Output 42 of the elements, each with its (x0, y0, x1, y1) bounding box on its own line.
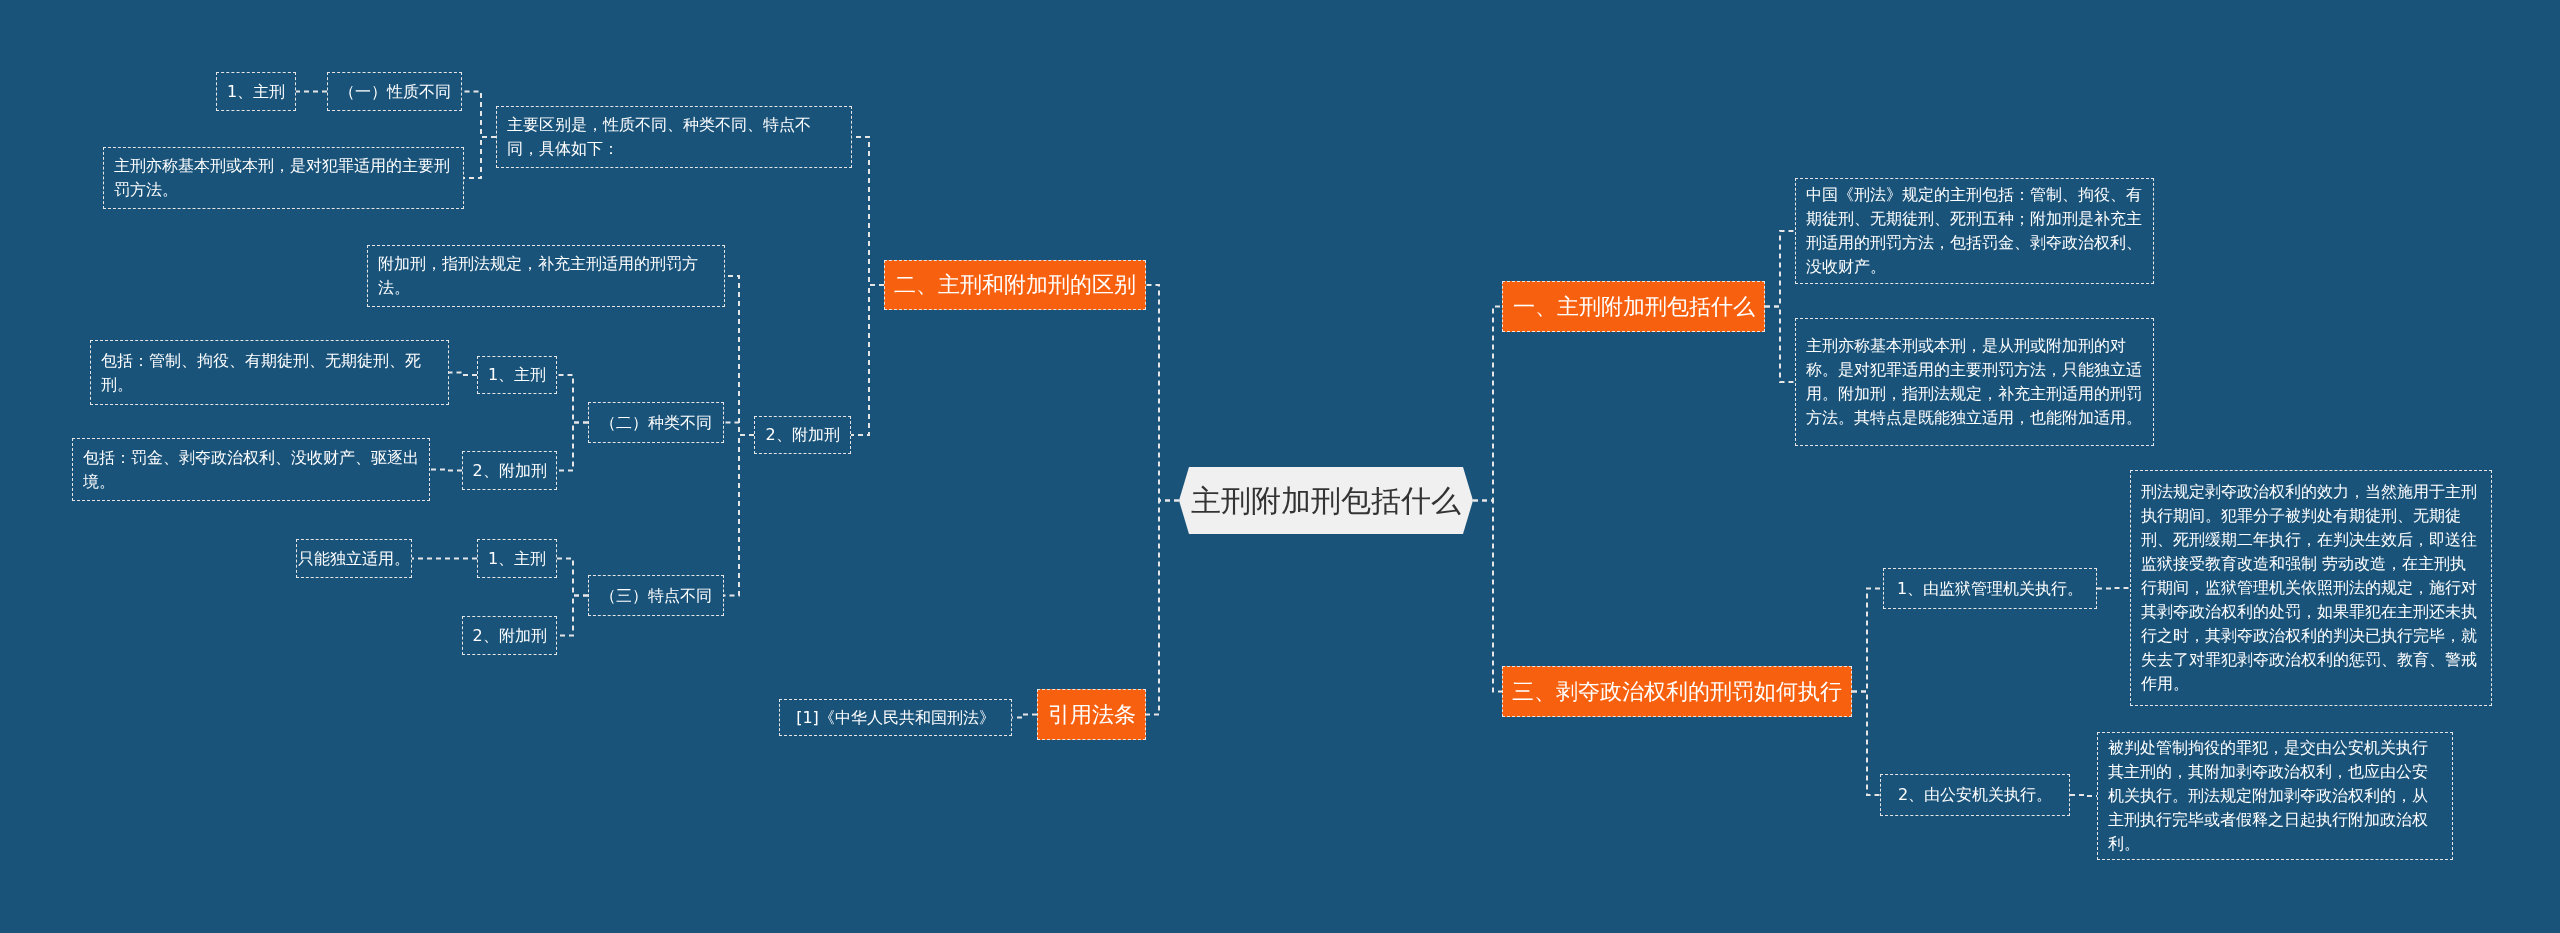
subtopic-box: 1、主刑 (216, 72, 296, 111)
subtopic-box: 1、主刑 (477, 356, 557, 394)
connector-line (448, 371, 478, 376)
subtopic-box: 2、附加刑 (754, 416, 851, 454)
connector-line (1145, 499, 1180, 716)
connector-line (463, 136, 497, 179)
connector-line (1851, 690, 1881, 796)
connector-line (429, 468, 463, 472)
branch-topic: 引用法条 (1037, 689, 1146, 740)
note-box: 被判处管制拘役的罪犯，是交由公安机关执行其主刑的，其附加剥夺政治权利，也应由公安机关执行。刑法规定附加剥夺政治权利的，从主刑执行完毕或者假释之日起执行附加政治权利。 (2097, 732, 2453, 860)
subtopic-box: （三）特点不同 (588, 575, 724, 616)
note-box: 附加刑，指刑法规定，补充主刑适用的刑罚方法。 (367, 245, 725, 307)
connector-line (723, 434, 755, 597)
subtopic-box: [1]《中华人民共和国刑法》 (779, 699, 1012, 736)
note-box: 包括：管制、拘役、有期徒刑、无期徒刑、死刑。 (90, 340, 449, 405)
note-box: 主刑亦称基本刑或本刑，是对犯罪适用的主要刑罚方法。 (103, 147, 464, 209)
branch-topic: 二、主刑和附加刑的区别 (884, 260, 1146, 310)
connector-line (2096, 587, 2131, 590)
connector-line (295, 90, 328, 93)
note-box: 刑法规定剥夺政治权利的效力，当然施用于主刑执行期间。犯罪分子被判处有期徒刑、无期徒刑、死刑缓期二年执行，在判决生效后，即送往监狱接受教育改造和强制 劳动改造，在主刑执行期间，监狱管理机关依照刑法的规定，施行对其剥夺政治权利的处罚，如果罪犯在主刑还未执行之时，其剥夺政治权利的判决已执行完毕，就失去了对罪犯剥夺政治权利的惩罚、教育、警戒作用。 (2130, 470, 2492, 706)
central-topic: 主刑附加刑包括什么 (1179, 467, 1473, 534)
note-box: 中国《刑法》规定的主刑包括：管制、拘役、有期徒刑、无期徒刑、死刑五种；附加刑是补充主刑适用的刑罚方法，包括罚金、剥夺政治权利、没收财产。 (1795, 178, 2154, 284)
connector-line (1472, 499, 1503, 693)
subtopic-box: 1、主刑 (477, 539, 557, 578)
subtopic-box: 2、附加刑 (462, 451, 557, 490)
subtopic-box: （一）性质不同 (327, 72, 462, 111)
subtopic-box: 1、由监狱管理机关执行。 (1883, 568, 2097, 609)
subtopic-box: 只能独立适用。 (296, 539, 412, 578)
connector-line (556, 421, 589, 472)
connector-line (1011, 713, 1038, 719)
note-box: 主刑亦称基本刑或本刑，是从刑或附加刑的对称。是对犯罪适用的主要刑罚方法，只能独立适用。附加刑，指刑法规定，补充主刑适用的刑罚方法。其特点是既能独立适用，也能附加适用。 (1795, 318, 2154, 446)
connector-line (411, 557, 478, 560)
note-box: 包括：罚金、剥夺政治权利、没收财产、驱逐出境。 (72, 438, 430, 501)
branch-topic: 一、主刑附加刑包括什么 (1502, 281, 1765, 332)
connector-line (850, 284, 885, 436)
connector-line (1764, 305, 1796, 383)
subtopic-box: 2、由公安机关执行。 (1880, 774, 2070, 816)
note-box: 主要区别是，性质不同、种类不同、特点不同，具体如下： (496, 106, 852, 168)
connector-line (2069, 794, 2098, 797)
subtopic-box: （二）种类不同 (588, 402, 724, 443)
subtopic-box: 2、附加刑 (462, 616, 557, 655)
branch-topic: 三、剥夺政治权利的刑罚如何执行 (1502, 666, 1852, 717)
